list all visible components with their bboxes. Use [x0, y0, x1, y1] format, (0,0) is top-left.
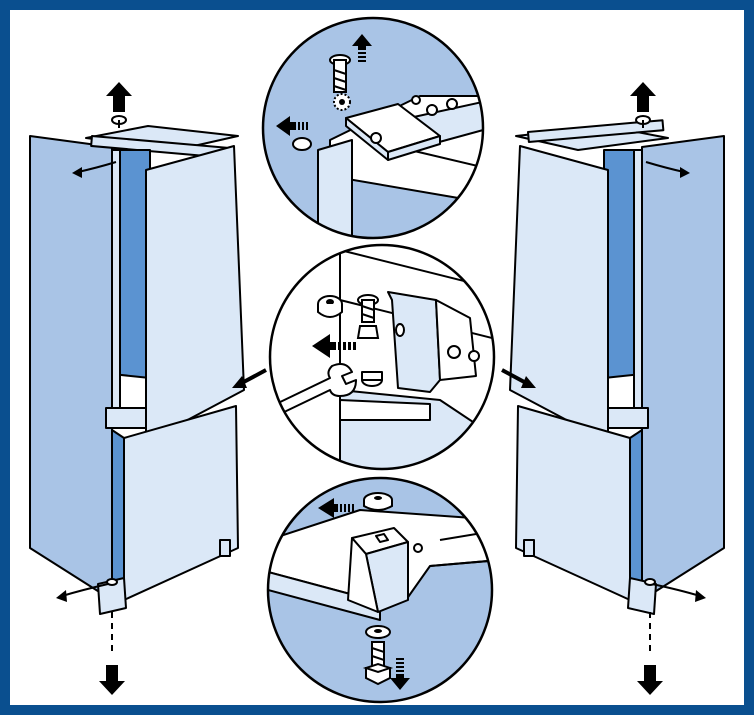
left-fridge [29, 125, 245, 615]
right-bottom-curved-arrow [644, 578, 706, 602]
bottom-detail-screw-icon [362, 641, 394, 686]
top-detail-cap-icon [292, 137, 312, 151]
right-middle-divider [607, 407, 649, 429]
bottom-detail-lower-washer-icon [365, 625, 391, 639]
middle-screw-icon [356, 294, 380, 339]
left-upper-door [145, 145, 245, 443]
bottom-detail-down-arrow [390, 658, 410, 690]
left-bottom-down-arrow [99, 665, 125, 695]
left-middle-divider [105, 407, 147, 429]
top-detail-up-arrow [352, 34, 372, 62]
right-foot [523, 539, 535, 557]
left-fridge-side [29, 135, 113, 601]
top-detail-circle [261, 16, 485, 240]
middle-detail-circle [268, 243, 496, 471]
right-top-screw [635, 115, 651, 128]
bottom-detail-left-arrow [318, 498, 354, 518]
middle-wrench-icon [275, 363, 357, 415]
right-lower-interior [629, 429, 643, 601]
left-top-up-arrow [106, 82, 132, 112]
middle-left-arrow [312, 334, 356, 358]
middle-washer-icon [317, 295, 343, 318]
top-detail-left-arrow [276, 116, 308, 136]
left-top-screw [111, 115, 127, 128]
top-detail-hole-1 [426, 104, 438, 116]
right-top-up-arrow [630, 82, 656, 112]
right-fridge [509, 119, 725, 615]
top-detail-hole-3 [411, 95, 421, 105]
left-bottom-curved-arrow [56, 578, 118, 602]
left-fridge-frame-edge [111, 149, 121, 413]
bottom-detail-circle [266, 476, 494, 704]
left-lower-interior [111, 429, 125, 601]
top-detail-hole-2 [446, 98, 458, 110]
right-bottom-down-arrow [637, 665, 663, 695]
right-upper-door [509, 145, 609, 443]
top-detail-screw-icon [329, 54, 351, 93]
top-detail-washer-icon [333, 93, 351, 111]
right-fridge-frame-edge [633, 149, 643, 413]
right-top-curved-arrow [645, 161, 690, 178]
left-inward-arrow [232, 368, 267, 388]
middle-hinge-bolt [447, 345, 461, 359]
left-top-curved-arrow [72, 161, 117, 178]
right-top-hinge-plate [527, 119, 665, 143]
bottom-detail-washer-icon [363, 492, 393, 511]
top-detail-side [317, 139, 353, 238]
right-fridge-side [641, 135, 725, 601]
left-foot [219, 539, 231, 557]
right-inward-arrow [501, 368, 536, 388]
